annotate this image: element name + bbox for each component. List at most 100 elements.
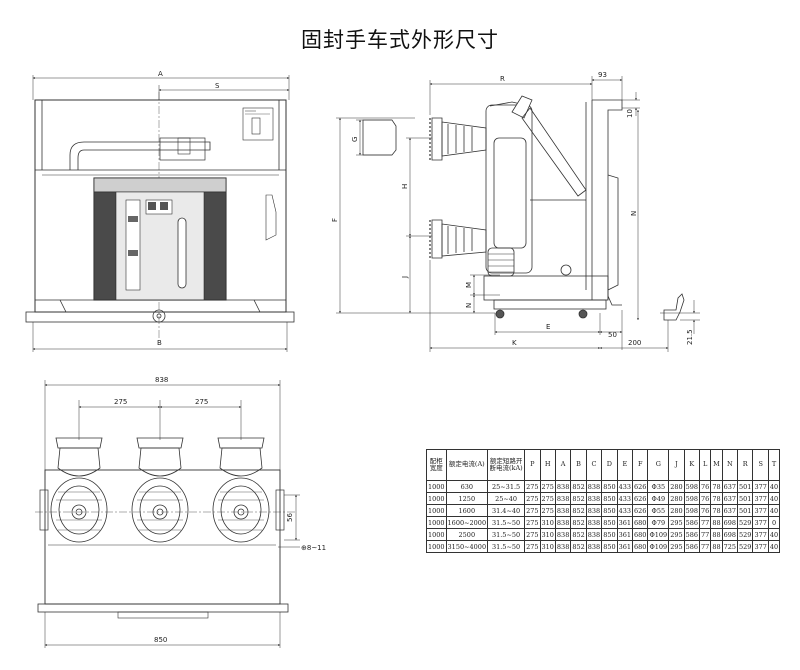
dim-10: 10 (626, 109, 634, 118)
table-cell: 361 (616, 540, 634, 553)
table-cell: 310 (539, 516, 556, 529)
table-cell: 838 (554, 528, 572, 541)
table-cell: 852 (570, 528, 587, 541)
table-cell: 275 (524, 504, 541, 517)
table-cell: 40 (767, 528, 781, 541)
table-cell: 275 (539, 492, 556, 505)
dim-N-right: N (630, 211, 638, 216)
table-cell: Φ109 (647, 528, 670, 541)
dim-H: H (401, 184, 409, 189)
dim-slot: ⊕8~11 (301, 544, 326, 552)
table-cell: 852 (570, 492, 587, 505)
table-cell: 77 (699, 540, 712, 553)
table-cell: 838 (585, 504, 603, 517)
col-K: K (683, 449, 701, 481)
dim-A: A (158, 70, 163, 78)
table-cell: 76 (699, 492, 712, 505)
dim-R: R (500, 75, 505, 83)
table-cell: 31.5~50 (487, 540, 526, 553)
table-cell: 838 (554, 504, 572, 517)
table-cell: 850 (601, 480, 618, 493)
table-cell: 377 (752, 540, 769, 553)
dim-200: 200 (628, 339, 641, 347)
table-cell: 626 (632, 492, 649, 505)
table-cell: 25~31.5 (487, 480, 526, 493)
table-cell: 680 (632, 516, 649, 529)
table-cell: 626 (632, 504, 649, 517)
table-cell: 3150~4000 (445, 540, 489, 553)
table-cell: Φ79 (647, 516, 670, 529)
table-cell: 77 (699, 516, 712, 529)
table-cell: 377 (752, 480, 769, 493)
table-cell: 680 (632, 540, 649, 553)
table-cell: 310 (539, 528, 556, 541)
table-cell: 280 (668, 492, 685, 505)
table-cell: 637 (721, 504, 739, 517)
table-cell: 529 (737, 528, 754, 541)
table-cell: 501 (737, 492, 754, 505)
dim-B: B (157, 339, 162, 347)
col-N: N (721, 449, 739, 481)
table-cell: 433 (616, 504, 634, 517)
table-cell: 310 (539, 540, 556, 553)
table-cell: 1600~2000 (445, 516, 489, 529)
table-cell: 838 (554, 480, 572, 493)
table-cell: 275 (539, 480, 556, 493)
table-cell: 275 (524, 540, 541, 553)
dim-21-5: 21.5 (686, 329, 694, 345)
table-cell: 1600 (445, 504, 489, 517)
dim-S: S (215, 82, 220, 90)
table-cell: 40 (767, 504, 781, 517)
table-cell: 78 (710, 504, 723, 517)
table-cell: 295 (668, 516, 685, 529)
table-cell: 433 (616, 480, 634, 493)
table-cell: 838 (585, 528, 603, 541)
col-E: E (616, 449, 634, 481)
spec-table: 配柜宽度 额定电流(A) 额定短路开断电流(kA) P H A B C D E … (426, 449, 781, 553)
table-cell: 377 (752, 516, 769, 529)
table-cell: 630 (445, 480, 489, 493)
table-cell: 25~40 (487, 492, 526, 505)
table-cell: 295 (668, 528, 685, 541)
table-cell: 78 (710, 492, 723, 505)
col-A: A (554, 449, 572, 481)
table-cell: 586 (683, 540, 701, 553)
table-header-row: 配柜宽度 额定电流(A) 额定短路开断电流(kA) P H A B C D E … (426, 449, 781, 481)
table-cell: 586 (683, 528, 701, 541)
table-cell: 850 (601, 504, 618, 517)
table-cell: 1250 (445, 492, 489, 505)
table-cell: 852 (570, 504, 587, 517)
col-T: T (767, 449, 781, 481)
table-cell: 838 (554, 492, 572, 505)
dim-838: 838 (155, 376, 168, 384)
table-cell: 377 (752, 528, 769, 541)
table-cell: 852 (570, 480, 587, 493)
table-cell: 280 (668, 480, 685, 493)
top-view: 838 275 275 (35, 376, 326, 648)
table-cell: 850 (601, 492, 618, 505)
table-cell: 295 (668, 540, 685, 553)
side-view: R 93 10 F G H J M N (331, 71, 700, 352)
table-cell: 88 (710, 540, 723, 553)
table-cell: 377 (752, 492, 769, 505)
dim-275-a: 275 (114, 398, 127, 406)
table-cell: 1000 (426, 504, 447, 517)
table-cell: 626 (632, 480, 649, 493)
col-B: B (570, 449, 587, 481)
table-cell: 31.4~40 (487, 504, 526, 517)
table-cell: 77 (699, 528, 712, 541)
table-cell: Φ49 (647, 492, 670, 505)
table-cell: 275 (524, 480, 541, 493)
dim-E: E (546, 323, 550, 331)
table-cell: 0 (767, 516, 781, 529)
col-cabinet-width: 配柜宽度 (426, 449, 447, 481)
dim-275-b: 275 (195, 398, 208, 406)
dim-F: F (331, 218, 339, 222)
table-cell: 280 (668, 504, 685, 517)
table-cell: 529 (737, 516, 754, 529)
table-cell: 586 (683, 516, 701, 529)
table-cell: Φ109 (647, 540, 670, 553)
